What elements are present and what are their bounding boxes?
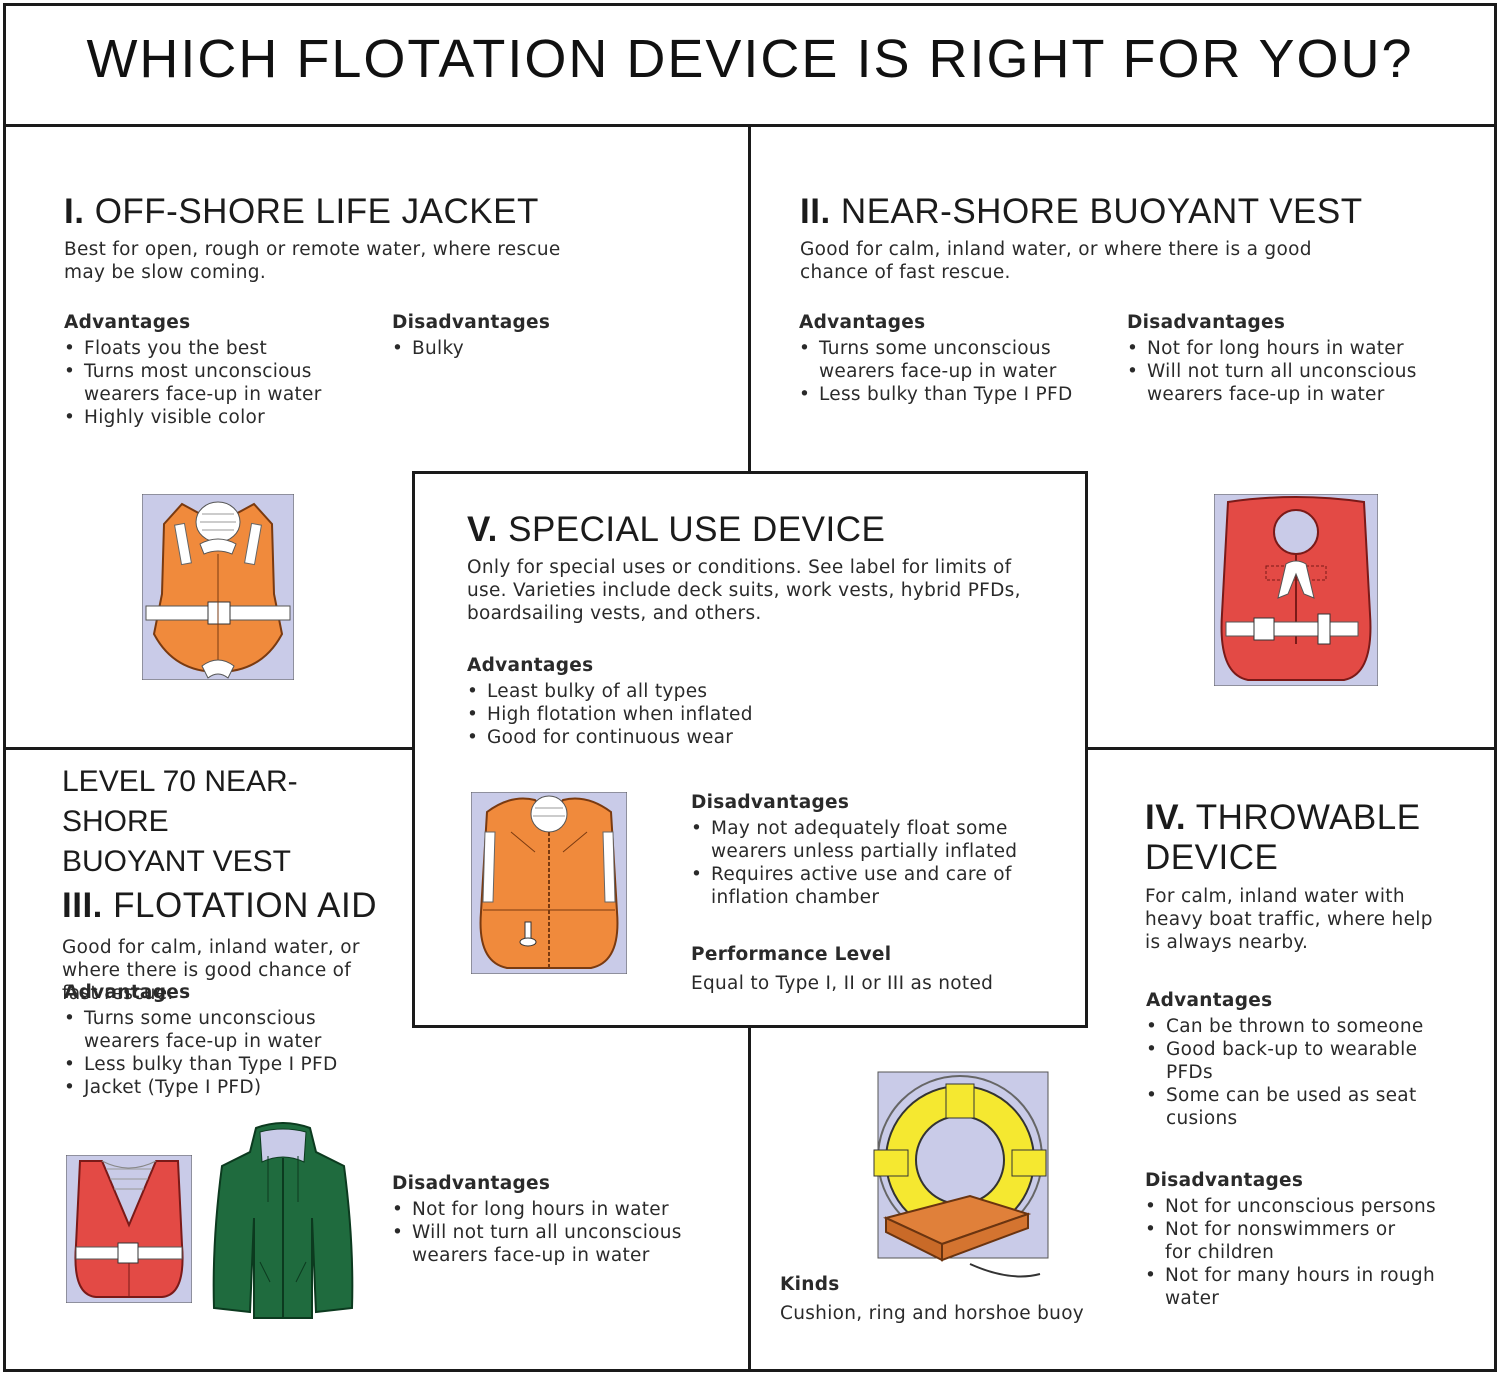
special-use-vest-icon: [471, 792, 627, 974]
list-item: May not adequately float some wearers un…: [691, 817, 1046, 863]
type5-disadvantages: Disadvantages May not adequately float s…: [691, 792, 1051, 909]
type3-disadvantages: Disadvantages Not for long hours in wate…: [392, 1173, 732, 1267]
list-item: Least bulky of all types: [467, 680, 787, 703]
type5-performance: Performance Level Equal to Type I, II or…: [691, 944, 1051, 994]
type2-disadvantages-label: Disadvantages: [1127, 312, 1286, 333]
type5-description: Only for special uses or conditions. See…: [467, 557, 1021, 625]
type1-advantages: Advantages Floats you the best Turns mos…: [64, 312, 364, 429]
type5-advantages: Advantages Least bulky of all types High…: [467, 655, 787, 749]
page-title: WHICH FLOTATION DEVICE IS RIGHT FOR YOU?: [86, 29, 1414, 89]
nearshore-vest-icon: [1214, 494, 1378, 686]
list-item: Good back-up to wearable PFDs: [1146, 1038, 1456, 1084]
type3-level-line2: BUOYANT VEST: [62, 845, 291, 878]
list-item: Less bulky than Type I PFD: [799, 383, 1099, 406]
list-item: Good for continuous wear: [467, 726, 787, 749]
list-item: Not for long hours in water: [1127, 337, 1457, 360]
type2-disadvantages: Disadvantages Not for long hours in wate…: [1127, 312, 1457, 406]
red-vest-icon: [66, 1155, 192, 1303]
type4-disadvantages-label: Disadvantages: [1145, 1170, 1304, 1191]
list-item: Will not turn all unconscious wearers fa…: [392, 1221, 722, 1267]
list-item: Some can be used as seat cusions: [1146, 1084, 1456, 1130]
type3-level-line1: LEVEL 70 NEAR-SHORE: [62, 765, 298, 838]
type1-heading: I. OFF-SHORE LIFE JACKET: [64, 192, 539, 231]
type2-heading: II. NEAR-SHORE BUOYANT VEST: [800, 192, 1363, 231]
list-item: Turns most unconscious wearers face-up i…: [64, 360, 364, 406]
type5-box: V. SPECIAL USE DEVICE Only for special u…: [412, 471, 1088, 1028]
type1-section: I. OFF-SHORE LIFE JACKET Best for open, …: [64, 192, 724, 284]
type5-performance-label: Performance Level: [691, 944, 892, 965]
type5-advantages-list: Least bulky of all types High flotation …: [467, 680, 787, 749]
type2-advantages-list: Turns some unconscious wearers face-up i…: [799, 337, 1099, 406]
type5-disadvantages-label: Disadvantages: [691, 792, 850, 813]
type4-disadvantages-list: Not for unconscious persons Not for nons…: [1145, 1195, 1465, 1310]
type1-disadvantages: Disadvantages Bulky: [392, 312, 692, 360]
type5-advantages-label: Advantages: [467, 655, 594, 676]
list-item: High flotation when inflated: [467, 703, 787, 726]
type2-advantages: Advantages Turns some unconscious wearer…: [799, 312, 1099, 406]
type3-description: Good for calm, inland water, or where th…: [62, 937, 360, 1005]
type5-disadvantages-list: May not adequately float some wearers un…: [691, 817, 1051, 909]
type2-section: II. NEAR-SHORE BUOYANT VEST Good for cal…: [800, 192, 1480, 284]
list-item: Requires active use and care of inflatio…: [691, 863, 1041, 909]
list-item: Jacket (Type I PFD): [64, 1076, 404, 1099]
horizontal-divider-right: [1086, 747, 1497, 750]
offshore-life-jacket-icon: [142, 494, 294, 680]
list-item: Floats you the best: [64, 337, 364, 360]
vertical-divider-top: [748, 124, 751, 472]
list-item: Turns some unconscious wearers face-up i…: [799, 337, 1089, 383]
list-item: Not for unconscious persons: [1145, 1195, 1465, 1218]
type1-advantages-list: Floats you the best Turns most unconscio…: [64, 337, 364, 429]
type3-advantages-label: Advantages: [64, 982, 191, 1003]
type5-section: V. SPECIAL USE DEVICE Only for special u…: [467, 510, 1047, 625]
type1-disadvantages-list: Bulky: [392, 337, 692, 360]
type3-disadvantages-label: Disadvantages: [392, 1173, 551, 1194]
type1-description: Best for open, rough or remote water, wh…: [64, 239, 561, 284]
type3-advantages: Advantages Turns some unconscious wearer…: [64, 982, 404, 1099]
list-item: Will not turn all unconscious wearers fa…: [1127, 360, 1457, 406]
ring-buoy-icon: [873, 1071, 1049, 1278]
type4-disadvantages: Disadvantages Not for unconscious person…: [1145, 1170, 1465, 1310]
list-item: Not for nonswimmers or for children: [1145, 1218, 1425, 1264]
type1-advantages-label: Advantages: [64, 312, 191, 333]
green-jacket-icon: [212, 1122, 354, 1319]
list-item: Turns some unconscious wearers face-up i…: [64, 1007, 354, 1053]
type1-disadvantages-label: Disadvantages: [392, 312, 551, 333]
type2-disadvantages-list: Not for long hours in water Will not tur…: [1127, 337, 1457, 406]
type2-advantages-label: Advantages: [799, 312, 926, 333]
type5-performance-text: Equal to Type I, II or III as noted: [691, 973, 994, 994]
type4-advantages-list: Can be thrown to someone Good back-up to…: [1146, 1015, 1466, 1130]
type4-description: For calm, inland water with heavy boat t…: [1145, 885, 1433, 953]
type4-kinds: Kinds Cushion, ring and horshoe buoy: [780, 1274, 1140, 1324]
type4-advantages-label: Advantages: [1146, 990, 1273, 1011]
type3-section: LEVEL 70 NEAR-SHORE BUOYANT VEST III. FL…: [62, 762, 402, 1005]
list-item: Highly visible color: [64, 406, 364, 429]
type2-description: Good for calm, inland water, or where th…: [800, 239, 1312, 284]
type5-heading: V. SPECIAL USE DEVICE: [467, 510, 886, 549]
list-item: Not for long hours in water: [392, 1198, 732, 1221]
type3-heading: III. FLOTATION AID: [62, 886, 377, 925]
type3-disadvantages-list: Not for long hours in water Will not tur…: [392, 1198, 732, 1267]
type4-kinds-label: Kinds: [780, 1274, 840, 1295]
list-item: Not for many hours in rough water: [1145, 1264, 1465, 1310]
type3-advantages-list: Turns some unconscious wearers face-up i…: [64, 1007, 404, 1099]
vertical-divider-bottom: [748, 1026, 751, 1372]
list-item: Less bulky than Type I PFD: [64, 1053, 404, 1076]
type4-kinds-text: Cushion, ring and horshoe buoy: [780, 1303, 1085, 1324]
list-item: Bulky: [392, 337, 692, 360]
list-item: Can be thrown to someone: [1146, 1015, 1466, 1038]
horizontal-divider-left: [3, 747, 413, 750]
type4-advantages: Advantages Can be thrown to someone Good…: [1146, 990, 1466, 1130]
